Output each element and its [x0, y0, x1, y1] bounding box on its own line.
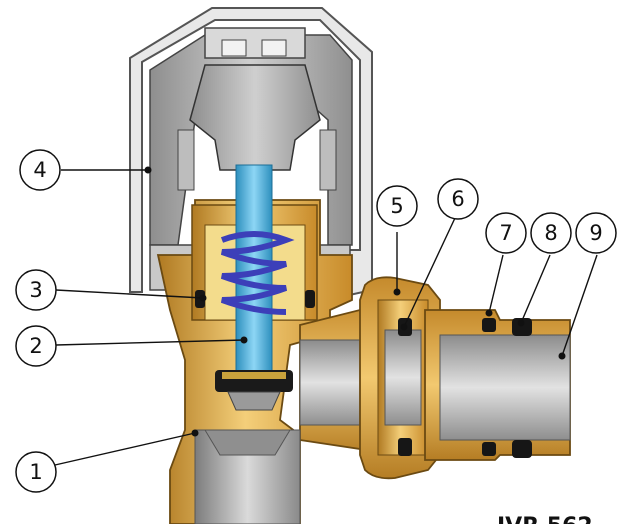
callout-1: 1: [15, 451, 57, 493]
point-5: [393, 288, 401, 296]
callout-5: 5: [376, 185, 418, 227]
point-1: [191, 429, 199, 437]
callout-8: 8: [530, 212, 572, 254]
callout-4-label: 4: [33, 158, 46, 182]
callout-6: 6: [437, 178, 479, 220]
leader-2: [55, 339, 245, 346]
point-2: [240, 336, 248, 344]
head-top-cap: [204, 27, 306, 59]
leader-7: [488, 254, 504, 314]
point-6: [400, 323, 408, 331]
model-label: IVR 562: [497, 514, 593, 524]
leader-6: [403, 217, 456, 328]
callout-1-label: 1: [29, 460, 42, 484]
body-inner-bore: [299, 339, 371, 426]
callout-8-label: 8: [544, 221, 557, 245]
callouts: 1 2 3 4 5 6 7 8: [15, 149, 617, 493]
spring-coil: [220, 231, 295, 315]
callout-2: 2: [15, 325, 57, 367]
point-3: [199, 294, 207, 302]
callout-2-label: 2: [29, 334, 42, 358]
point-9: [558, 352, 566, 360]
tailpiece-coupling: [398, 309, 571, 461]
callout-7-label: 7: [499, 221, 512, 245]
head-plunger: [189, 64, 321, 171]
callout-points: [144, 166, 566, 437]
callout-9: 9: [575, 212, 617, 254]
callout-3-label: 3: [29, 278, 42, 302]
point-8: [517, 319, 525, 327]
callout-5-label: 5: [390, 194, 403, 218]
callout-7: 7: [485, 212, 527, 254]
leader-1: [54, 432, 196, 466]
leader-8: [520, 254, 551, 324]
callout-4: 4: [19, 149, 61, 191]
callout-9-label: 9: [589, 221, 602, 245]
point-4: [144, 166, 152, 174]
leader-9: [561, 254, 598, 357]
union-nut: [359, 276, 441, 480]
leader-3: [55, 289, 204, 299]
callout-6-label: 6: [451, 187, 464, 211]
point-7: [485, 309, 493, 317]
callout-3: 3: [15, 269, 57, 311]
pipe-insert: [439, 334, 571, 441]
leader-lines: [54, 169, 598, 466]
